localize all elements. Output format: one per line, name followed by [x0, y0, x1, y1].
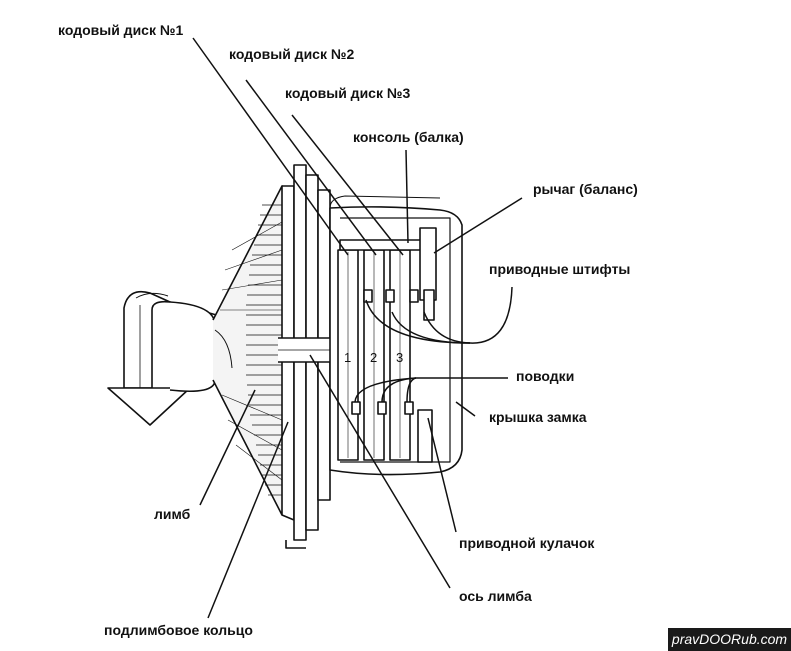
leader-lines [192, 37, 523, 619]
label-code-disk-2: кодовый диск №2 [229, 46, 355, 62]
label-lock-cover: крышка замка [489, 409, 587, 425]
console-beam [339, 239, 429, 251]
disc-number-3: 3 [396, 350, 403, 365]
label-code-disk-3: кодовый диск №3 [285, 85, 411, 101]
label-lever: рычаг (баланс) [533, 181, 638, 197]
label-drivers: поводки [516, 368, 575, 384]
label-code-disk-1: кодовый диск №1 [58, 22, 184, 38]
lever [419, 227, 437, 321]
label-console: консоль (балка) [353, 129, 464, 145]
drive-pins [363, 289, 419, 303]
disc-number-2: 2 [370, 350, 377, 365]
label-dial: лимб [154, 506, 191, 522]
label-drive-pins: приводные штифты [489, 261, 631, 277]
drive-cam [417, 409, 433, 463]
watermark: pravDOORub.com [668, 628, 791, 651]
dial-body [169, 185, 295, 521]
disc-number-1: 1 [344, 350, 351, 365]
rotation-arrow-icon [107, 290, 221, 426]
label-sub-dial-ring: подлимбовое кольцо [104, 622, 253, 638]
label-dial-axis: ось лимба [459, 588, 532, 604]
label-drive-cam: приводной кулачок [459, 535, 595, 551]
